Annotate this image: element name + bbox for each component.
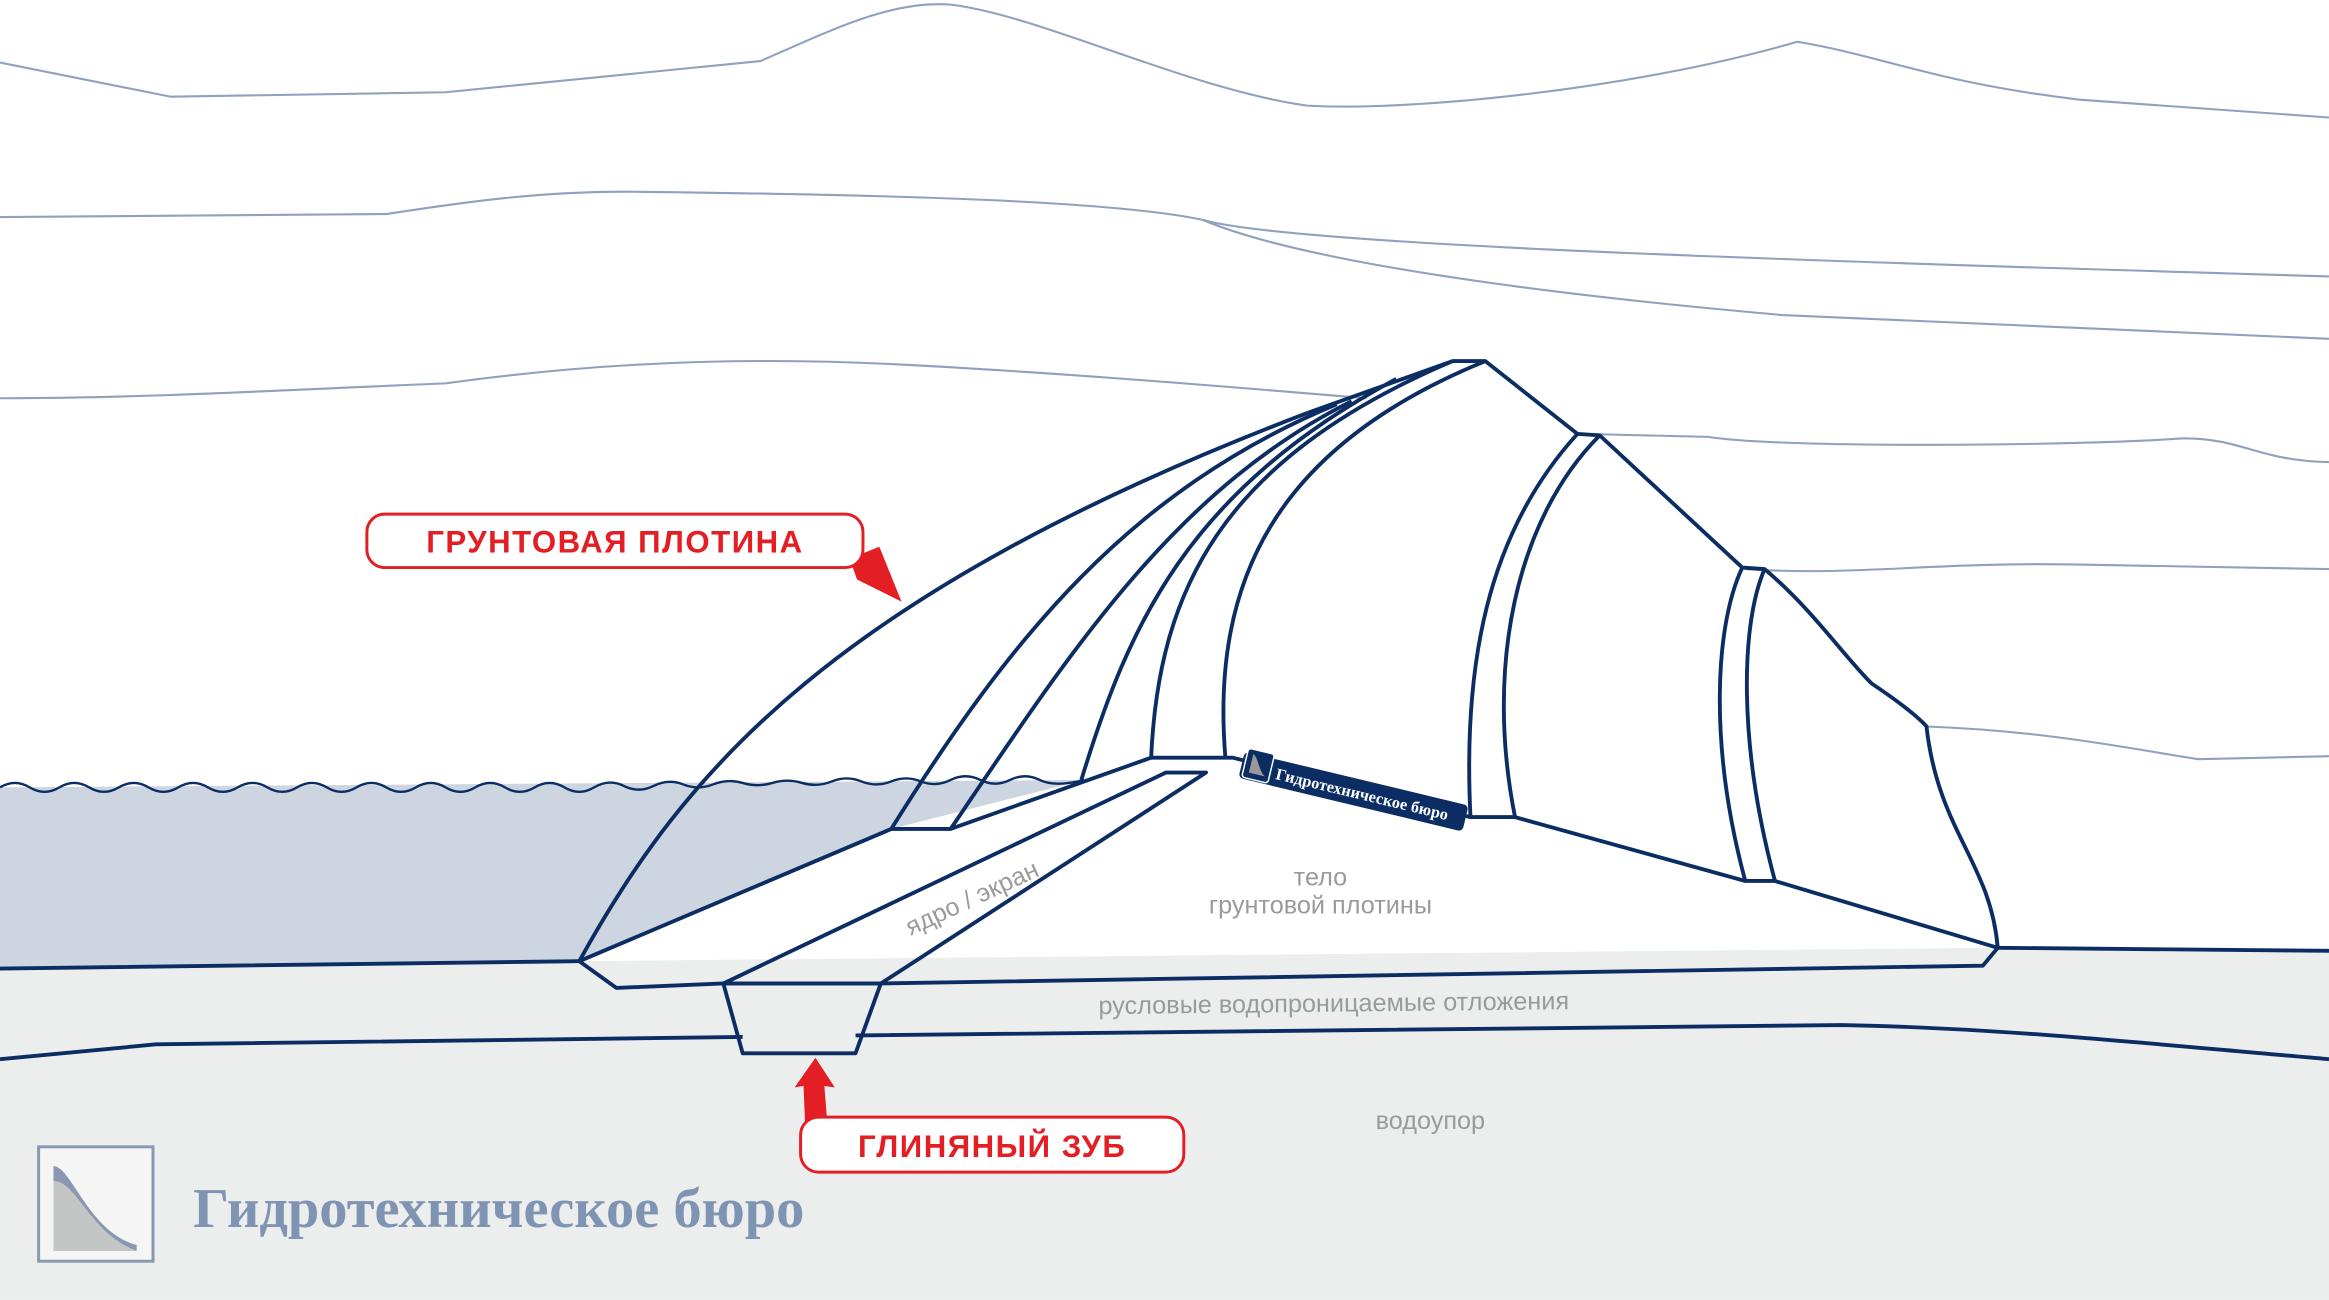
dam-surface-lines: [577, 359, 2000, 963]
callout-arrow: [794, 1057, 835, 1124]
water-surface: [0, 775, 1085, 794]
core-label: ядро / экран: [901, 855, 1043, 941]
background-hills: [0, 3, 2329, 761]
reservoir-water: [0, 779, 1085, 969]
crest-banner: Гидротехническое бюро: [1239, 747, 1468, 831]
dam-core: [722, 770, 1209, 986]
body-label-2: грунтовой плотины: [1209, 892, 1432, 920]
callout-dam-text: ГРУНТОВАЯ ПЛОТИНА: [426, 525, 803, 560]
alluvium-top-line: [0, 945, 2329, 971]
aquitard-top-line: [0, 1023, 2329, 1062]
logo-text: Гидротехническое бюро: [193, 1178, 804, 1240]
alluvium-label: русловые водопроницаемые отложения: [1098, 987, 1569, 1020]
body-label-1: тело: [1294, 863, 1348, 891]
hydro-bureau-logo: Гидротехническое бюро: [37, 1145, 804, 1263]
aquitard-label: водоупор: [1376, 1107, 1486, 1135]
callout-arrow: [849, 546, 902, 602]
banner-text: Гидротехническое бюро: [1274, 764, 1450, 824]
clay-tooth: [721, 981, 883, 1056]
callout-dam: ГРУНТОВАЯ ПЛОТИНА: [365, 512, 902, 602]
callout-tooth: ГЛИНЯНЫЙ ЗУБ: [794, 1057, 1186, 1174]
callout-tooth-text: ГЛИНЯНЫЙ ЗУБ: [858, 1128, 1126, 1164]
